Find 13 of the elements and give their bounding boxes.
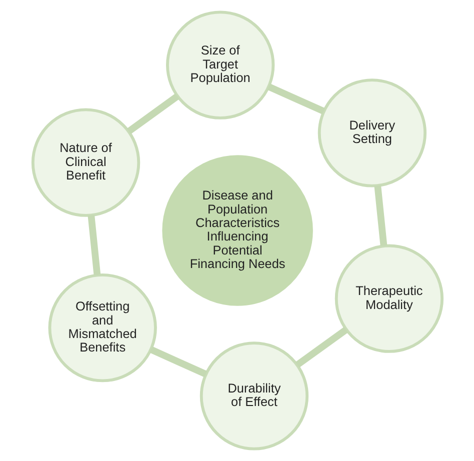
connector <box>149 346 207 378</box>
connector <box>87 214 100 276</box>
connector <box>126 93 179 134</box>
connector <box>266 84 325 114</box>
node-circle: Offsetting and Mismatched Benefits <box>48 273 156 382</box>
node-circle: Delivery Setting <box>317 78 426 188</box>
node-circle: Disease and Population Characteristics Influencing Potential Financing Needs <box>162 155 312 306</box>
node-circle: Durability of Effect <box>199 342 308 450</box>
node-circle: Nature of Clinical Benefit <box>30 108 140 217</box>
connector <box>294 326 348 368</box>
node-circle: Size of Target Population <box>166 10 274 120</box>
node-circle: Therapeutic Modality <box>334 244 444 353</box>
connector <box>374 185 387 246</box>
